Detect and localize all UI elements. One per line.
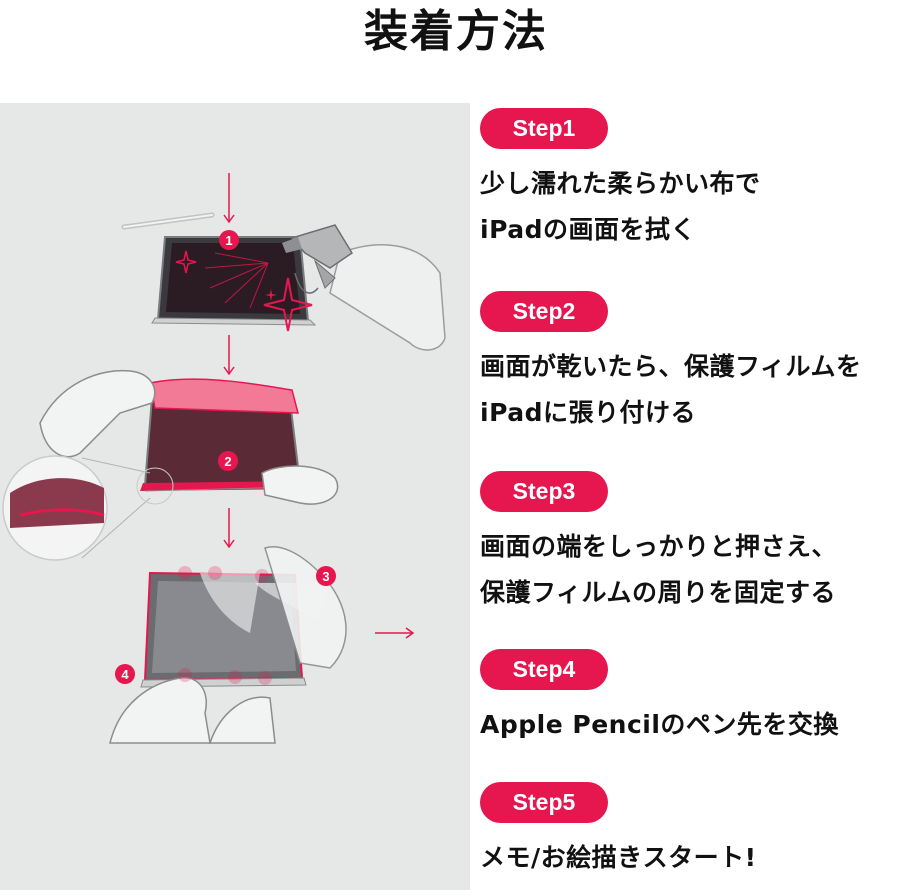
marker-4: 4: [115, 664, 135, 684]
step-1-line-1: 少し濡れた柔らかい布で: [480, 169, 761, 198]
step-5-description: メモ/お絵描きスタート!: [480, 835, 905, 881]
down-arrow-icon: [223, 335, 235, 376]
step-3-line-2: 保護フィルムの周りを固定する: [480, 578, 837, 607]
step-3-line-1: 画面の端をしっかりと押さえ、: [480, 532, 838, 561]
touch-points: [178, 566, 272, 685]
step-2-description: 画面が乾いたら、保護フィルムを iPadに張り付ける: [480, 344, 905, 436]
step-2: Step2 画面が乾いたら、保護フィルムを iPadに張り付ける: [480, 291, 905, 436]
svg-text:2: 2: [224, 454, 231, 469]
step-5-line-1: メモ/お絵描きスタート!: [480, 843, 757, 872]
sparkle-icon: [175, 250, 313, 332]
hand-icon: [39, 369, 339, 505]
marker-3: 3: [316, 566, 336, 586]
svg-text:1: 1: [225, 233, 232, 248]
step-2-line-1: 画面が乾いたら、保護フィルムを: [480, 352, 862, 381]
illustration-canvas: 1 2: [2, 173, 446, 744]
tablet-step2: [140, 378, 305, 492]
hand-icon: [109, 546, 347, 744]
down-arrow-icon: [223, 173, 235, 224]
step-1-description: 少し濡れた柔らかい布で iPadの画面を拭く: [480, 161, 905, 253]
step-4-description: Apple Pencilのペン先を交換: [480, 702, 905, 748]
step-1-badge: Step1: [480, 108, 608, 149]
step-5: Step5 メモ/お絵描きスタート!: [480, 782, 905, 881]
marker-1: 1: [219, 230, 239, 250]
step-5-badge: Step5: [480, 782, 608, 823]
step-1: Step1 少し濡れた柔らかい布で iPadの画面を拭く: [480, 108, 905, 253]
installation-illustration: 1 2: [0, 103, 470, 890]
step-1-line-2: iPadの画面を拭く: [480, 215, 696, 244]
down-arrow-icon: [223, 508, 235, 549]
step-4-line-1: Apple Pencilのペン先を交換: [480, 710, 839, 739]
step-2-line-2: iPadに張り付ける: [480, 398, 696, 427]
step-4: Step4 Apple Pencilのペン先を交換: [480, 649, 905, 748]
step-3-description: 画面の端をしっかりと押さえ、 保護フィルムの周りを固定する: [480, 524, 905, 616]
zoom-detail: [2, 455, 174, 561]
svg-text:3: 3: [322, 569, 329, 584]
svg-text:4: 4: [121, 667, 129, 682]
step-4-badge: Step4: [480, 649, 608, 690]
step-3: Step3 画面の端をしっかりと押さえ、 保護フィルムの周りを固定する: [480, 471, 905, 616]
spray-bottle-icon: [282, 224, 446, 351]
stylus-icon: [121, 212, 215, 230]
step-3-badge: Step3: [480, 471, 608, 512]
page-title: 装着方法: [364, 6, 548, 57]
step-2-badge: Step2: [480, 291, 608, 332]
right-arrow-icon: [375, 627, 415, 639]
tablet-step1: [151, 236, 317, 326]
marker-2: 2: [218, 451, 238, 471]
